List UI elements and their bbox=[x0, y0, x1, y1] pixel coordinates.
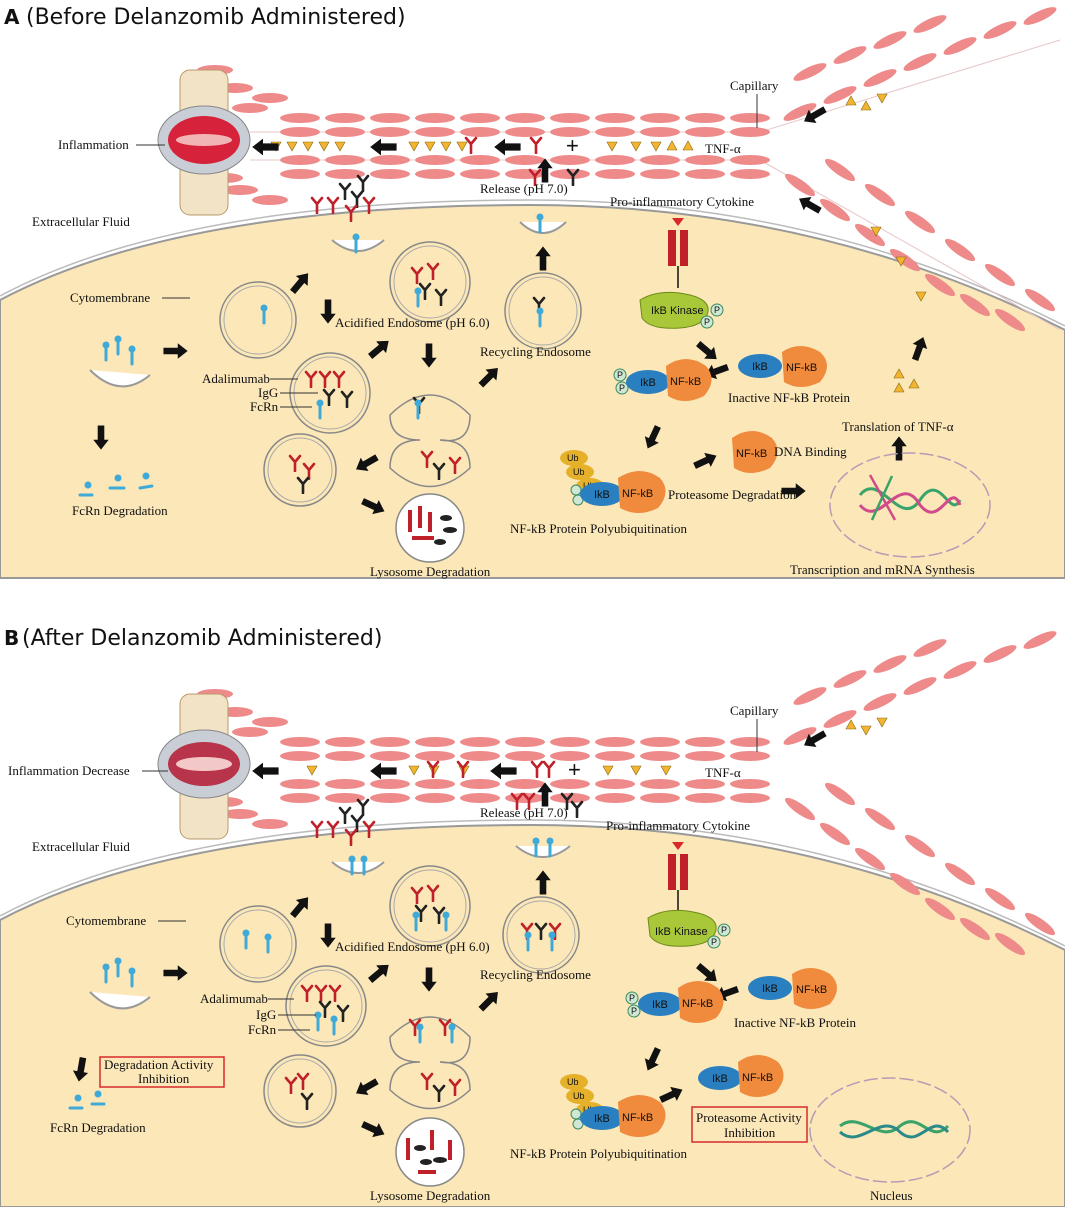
svg-text:Ub: Ub bbox=[567, 453, 579, 463]
svg-text:IkB: IkB bbox=[594, 489, 610, 501]
panel-a-letter: A bbox=[4, 5, 20, 29]
transcription-label-a: Transcription and mRNA Synthesis bbox=[790, 562, 975, 577]
svg-text:NF-kB: NF-kB bbox=[682, 998, 713, 1010]
svg-text:P: P bbox=[721, 925, 727, 935]
degradation-inhibition-line2: Inhibition bbox=[138, 1071, 190, 1086]
inflammation-label-a: Inflammation bbox=[58, 137, 129, 152]
joint-b bbox=[157, 693, 251, 840]
svg-text:IkB: IkB bbox=[762, 983, 778, 995]
svg-text:NF-kB: NF-kB bbox=[742, 1072, 773, 1084]
svg-text:P: P bbox=[629, 993, 635, 1003]
svg-text:+: + bbox=[566, 133, 579, 158]
svg-text:NF-kB: NF-kB bbox=[736, 448, 767, 460]
release-label-b: Release (pH 7.0) bbox=[480, 805, 568, 820]
degradation-inhibition-line1: Degradation Activity bbox=[104, 1057, 214, 1072]
capillary-label-b: Capillary bbox=[730, 703, 779, 718]
svg-text:NF-kB: NF-kB bbox=[786, 362, 817, 374]
proteasome-inhibition-line2: Inhibition bbox=[724, 1125, 776, 1140]
svg-text:+: + bbox=[568, 757, 581, 782]
polyubiquitination-label-a: NF-kB Protein Polyubiquitination bbox=[510, 521, 687, 536]
inactive-nfkb-label-a: Inactive NF-kB Protein bbox=[728, 390, 851, 405]
extracellular-label-b: Extracellular Fluid bbox=[32, 839, 130, 854]
capillary-label-a: Capillary bbox=[730, 78, 779, 93]
svg-text:NF-kB: NF-kB bbox=[622, 488, 653, 500]
svg-text:Ub: Ub bbox=[573, 467, 585, 477]
extracellular-label-a: Extracellular Fluid bbox=[32, 214, 130, 229]
fcrn-degradation-label-a: FcRn Degradation bbox=[72, 503, 168, 518]
fcrn-label-a: FcRn bbox=[250, 399, 279, 414]
panel-b-letter: B bbox=[4, 626, 19, 650]
cytokine-label-b: Pro-inflammatory Cytokine bbox=[606, 818, 750, 833]
fcrn-degradation-label-b: FcRn Degradation bbox=[50, 1120, 146, 1135]
capillary-b: + bbox=[197, 631, 1057, 956]
dna-binding-label-a: DNA Binding bbox=[774, 444, 847, 459]
inflammation-decrease-label-b: Inflammation Decrease bbox=[8, 763, 130, 778]
cell-cytoplasm-a bbox=[0, 203, 1065, 579]
svg-text:P: P bbox=[704, 317, 710, 327]
inactive-nfkb-label-b: Inactive NF-kB Protein bbox=[734, 1015, 857, 1030]
igg-label-b: IgG bbox=[256, 1007, 276, 1022]
ikb-kinase-label-b: IkB Kinase bbox=[655, 926, 708, 938]
tnf-label-b: TNF-α bbox=[705, 765, 741, 780]
cytomembrane-label-b: Cytomembrane bbox=[66, 913, 146, 928]
recycling-endosome-label-b: Recycling Endosome bbox=[480, 967, 591, 982]
cell-cytoplasm-b bbox=[0, 823, 1065, 1207]
inflamed-joint-a bbox=[157, 69, 251, 216]
panel-a: A (Before Delanzomib Administered) bbox=[0, 5, 1065, 579]
recycling-endosome-label-a: Recycling Endosome bbox=[480, 344, 591, 359]
tnf-label-a: TNF-α bbox=[705, 141, 741, 156]
svg-text:IkB: IkB bbox=[712, 1073, 728, 1085]
panel-b-title: (After Delanzomib Administered) bbox=[22, 626, 382, 651]
fcrn-label-b: FcRn bbox=[248, 1022, 277, 1037]
svg-text:P: P bbox=[714, 305, 720, 315]
proteasome-inhibition-box bbox=[691, 1106, 808, 1143]
svg-text:IkB: IkB bbox=[652, 999, 668, 1011]
svg-text:Ub: Ub bbox=[573, 1091, 585, 1101]
nucleus-label-b: Nucleus bbox=[870, 1188, 913, 1203]
acidified-endosome-label-a: Acidified Endosome (pH 6.0) bbox=[335, 315, 490, 330]
lysosome-label-b: Lysosome Degradation bbox=[370, 1188, 491, 1203]
degradation-inhibition-box bbox=[99, 1056, 225, 1088]
svg-text:IkB: IkB bbox=[594, 1113, 610, 1125]
svg-text:P: P bbox=[631, 1006, 637, 1016]
cytokine-label-a: Pro-inflammatory Cytokine bbox=[610, 194, 754, 209]
proteasome-degradation-label-a: Proteasome Degradation bbox=[668, 487, 797, 502]
svg-text:NF-kB: NF-kB bbox=[622, 1112, 653, 1124]
translation-label-a: Translation of TNF-α bbox=[842, 419, 954, 434]
svg-text:NF-kB: NF-kB bbox=[670, 376, 701, 388]
release-label-a: Release (pH 7.0) bbox=[480, 181, 568, 196]
polyubiquitination-label-b: NF-kB Protein Polyubiquitination bbox=[510, 1146, 687, 1161]
panel-a-title: (Before Delanzomib Administered) bbox=[26, 5, 406, 30]
adalimumab-label-b: Adalimumab bbox=[200, 991, 268, 1006]
ikb-kinase-label-a: IkB Kinase bbox=[651, 305, 704, 317]
svg-text:Ub: Ub bbox=[567, 1077, 579, 1087]
igg-label-a: IgG bbox=[258, 385, 278, 400]
proteasome-inhibition-line1: Proteasome Activity bbox=[696, 1110, 802, 1125]
adalimumab-label-a: Adalimumab bbox=[202, 371, 270, 386]
lysosome-label-a: Lysosome Degradation bbox=[370, 564, 491, 579]
svg-text:P: P bbox=[617, 370, 623, 380]
capillary-a: + bbox=[197, 7, 1061, 393]
svg-text:NF-kB: NF-kB bbox=[796, 984, 827, 996]
svg-text:P: P bbox=[619, 383, 625, 393]
cytomembrane-label-a: Cytomembrane bbox=[70, 290, 150, 305]
panel-b: B (After Delanzomib Administered) bbox=[0, 626, 1065, 1207]
acidified-endosome-label-b: Acidified Endosome (pH 6.0) bbox=[335, 939, 490, 954]
svg-text:IkB: IkB bbox=[752, 361, 768, 373]
svg-text:P: P bbox=[711, 937, 717, 947]
svg-text:IkB: IkB bbox=[640, 377, 656, 389]
